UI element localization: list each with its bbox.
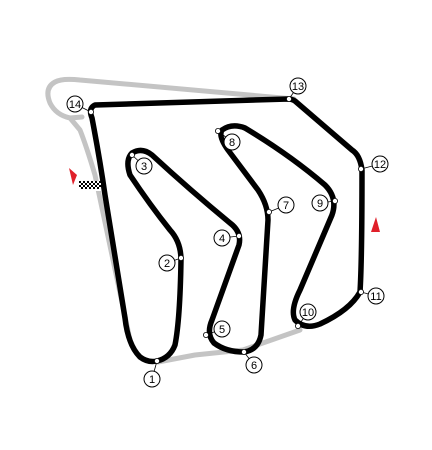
corner-7-point (265, 208, 272, 215)
corner-4-label: 4 (219, 233, 225, 245)
corner-1-marker (143, 370, 161, 388)
corner-12-label: 12 (374, 159, 386, 171)
corner-2-marker (158, 254, 176, 272)
corner-10-marker (299, 303, 317, 321)
corner-1-point (153, 357, 160, 364)
corner-9-marker (311, 194, 329, 212)
corner-14-point (88, 109, 95, 116)
corner-7-marker (277, 196, 295, 214)
start-finish-flag-icon (79, 181, 101, 191)
direction-arrow-icon (69, 168, 77, 185)
corner-8-label: 8 (229, 137, 235, 149)
corner-5-marker (213, 320, 231, 338)
corner-8-point (214, 127, 221, 134)
corner-3-point (128, 151, 135, 158)
corner-4-marker (213, 229, 231, 247)
corner-9-point (331, 197, 338, 204)
corner-12-point (357, 165, 364, 172)
corner-5-label: 5 (219, 324, 225, 336)
corner-14-label: 14 (69, 99, 81, 111)
corner-2-point (177, 254, 184, 261)
corner-1-label: 1 (149, 374, 155, 386)
corner-10-point (294, 322, 301, 329)
corner-6-point (240, 348, 247, 355)
corner-8-marker (223, 133, 241, 151)
corner-6-marker (245, 356, 263, 374)
pit-lane (45, 76, 303, 365)
corner-11-point (357, 288, 364, 295)
corner-3-label: 3 (141, 161, 147, 173)
corner-14-marker (66, 95, 84, 113)
corner-6-label: 6 (251, 360, 257, 372)
corner-3-marker (135, 157, 153, 175)
corner-7-label: 7 (283, 200, 289, 212)
corner-13-label: 13 (292, 81, 304, 93)
corner-11-label: 11 (370, 291, 381, 303)
direction-arrow-icon (371, 217, 380, 232)
corner-13-point (285, 96, 292, 103)
corner-12-marker (371, 155, 389, 173)
corner-9-label: 9 (317, 198, 323, 210)
corner-5-point (202, 331, 209, 338)
corner-11-marker (367, 287, 385, 305)
corner-4-point (235, 232, 242, 239)
corner-2-label: 2 (164, 258, 170, 270)
corner-13-marker (289, 77, 307, 95)
corner-10-label: 10 (302, 307, 314, 319)
